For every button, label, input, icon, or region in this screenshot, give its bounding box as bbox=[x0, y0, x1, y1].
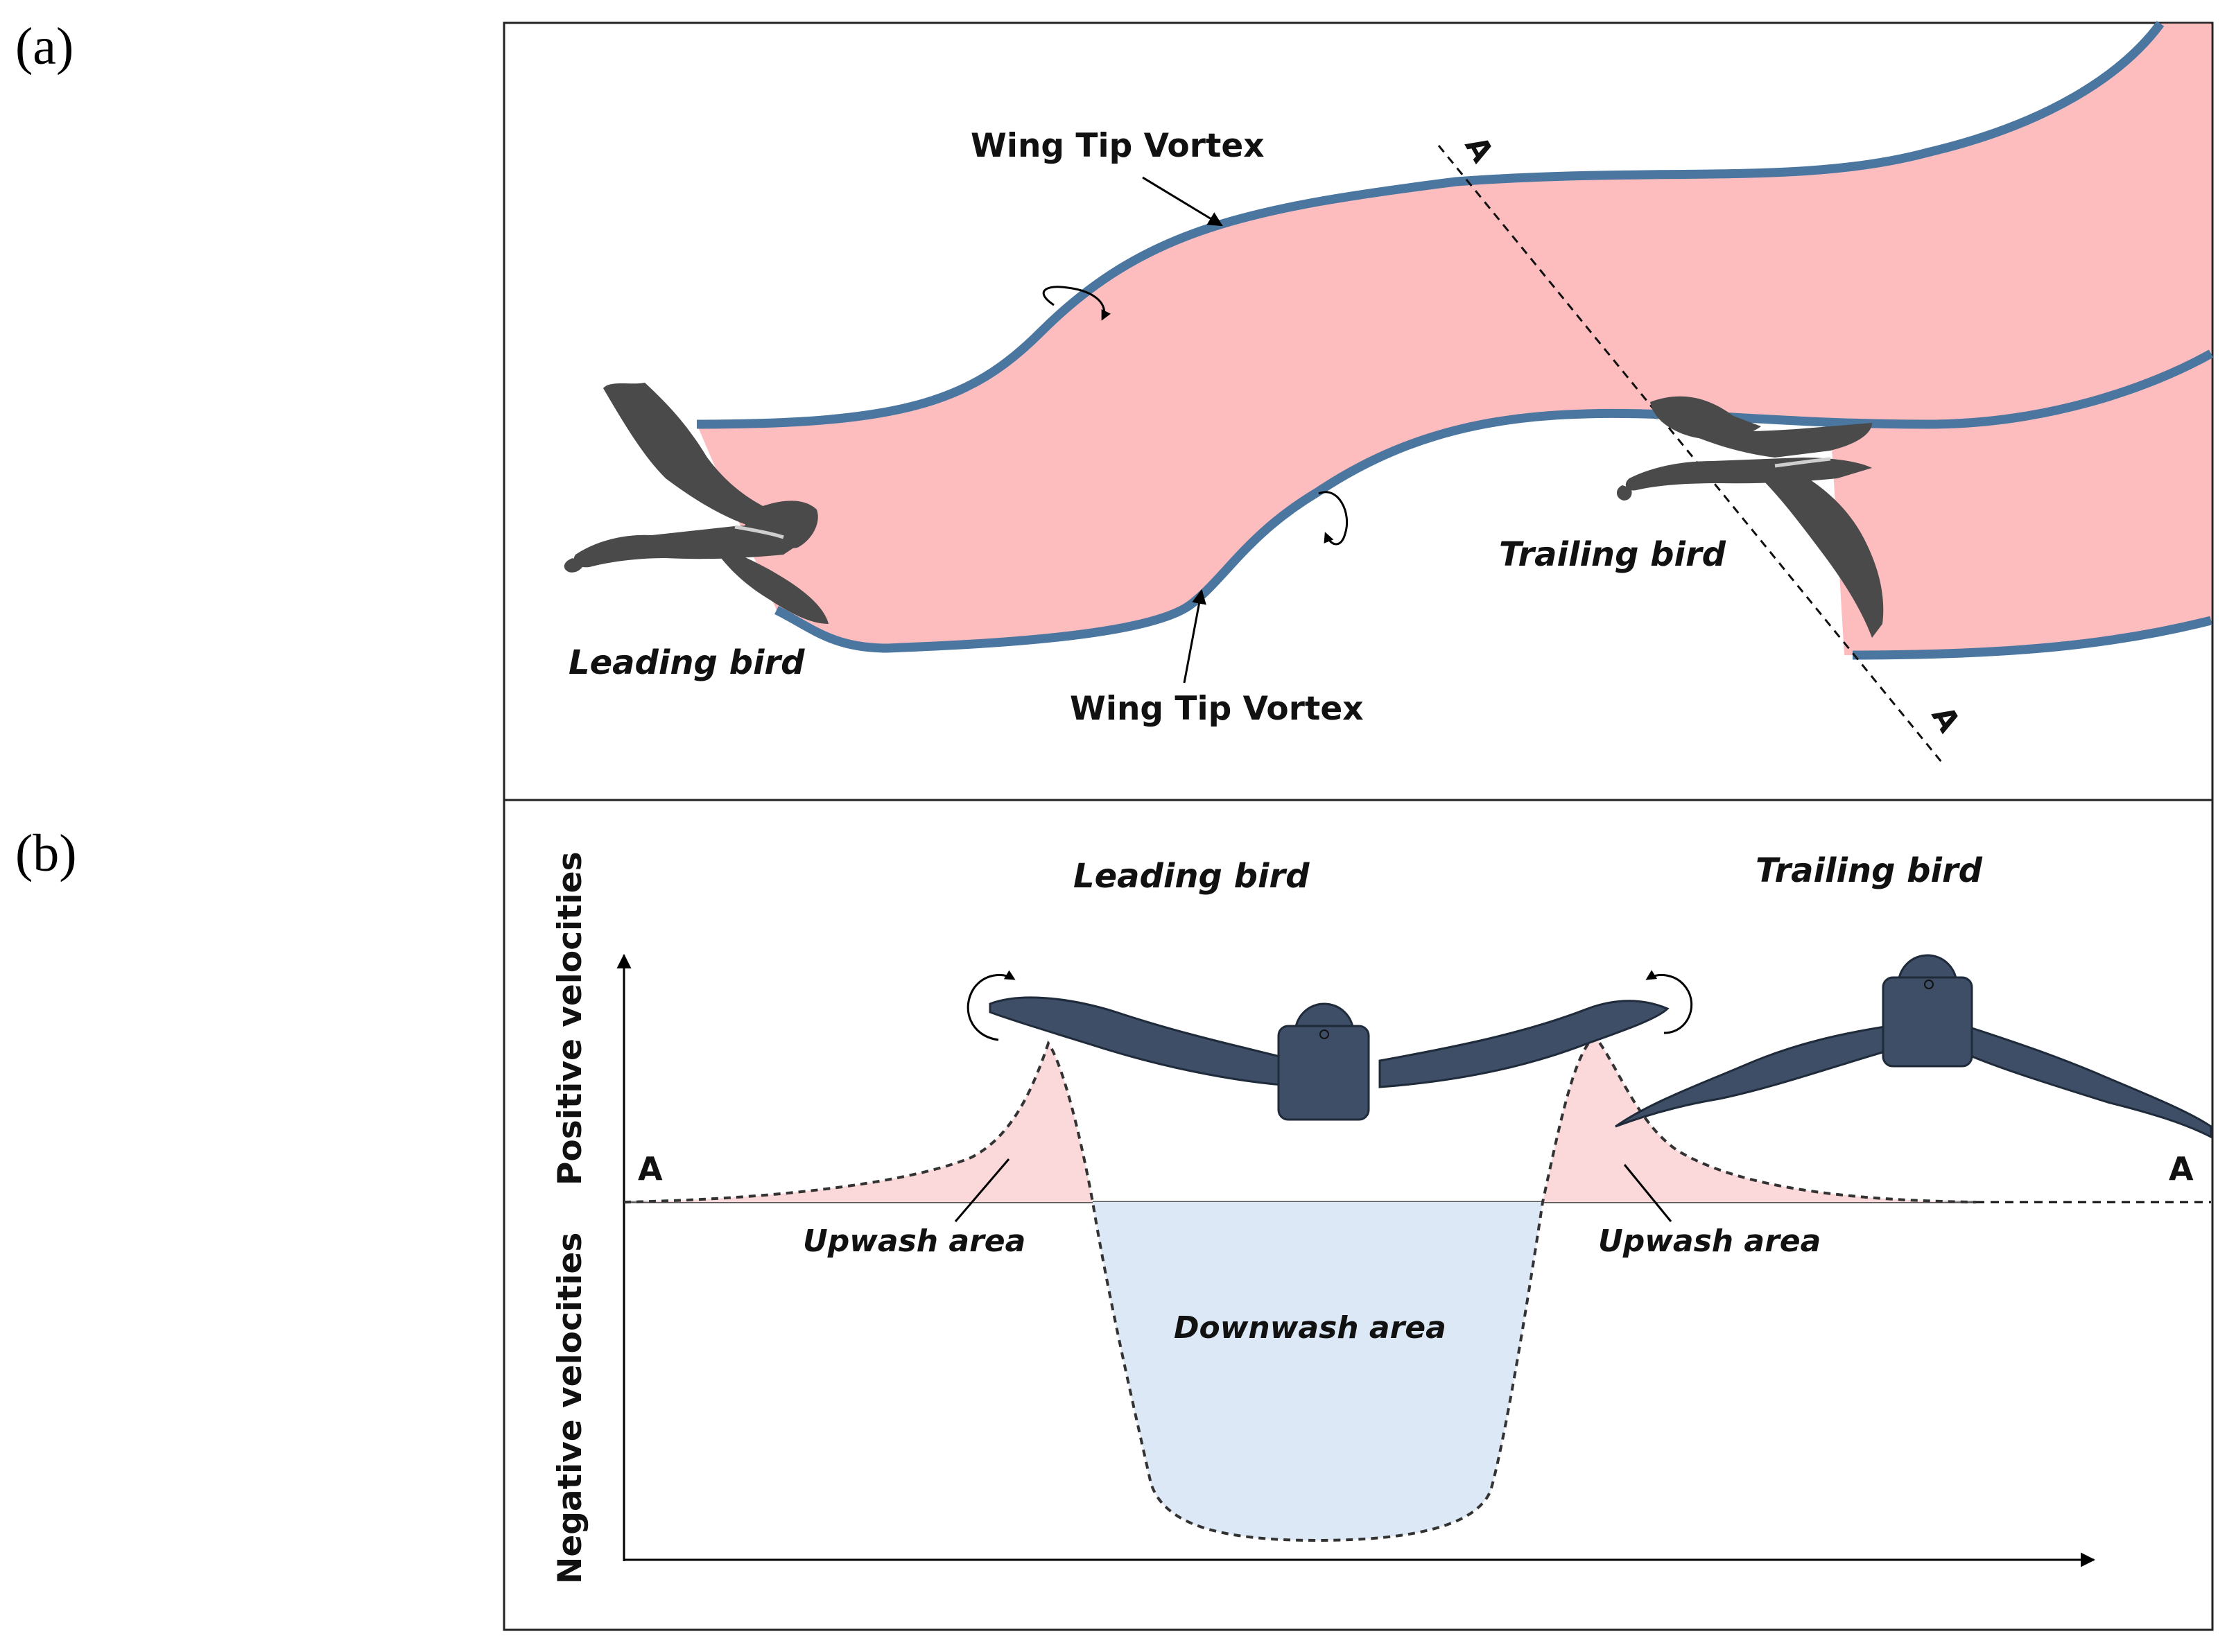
y-axis-positive-label: Positive velocities bbox=[551, 851, 589, 1185]
middle-vortex-edge bbox=[774, 349, 2214, 653]
wing-tip-vortex-label-bottom: Wing Tip Vortex bbox=[1070, 690, 1364, 728]
marker-a-left: A bbox=[638, 1150, 663, 1188]
trailing-goose bbox=[1616, 396, 1884, 638]
trailing-bird-front bbox=[1615, 954, 2212, 1139]
velocity-profile bbox=[623, 1034, 1977, 1542]
lower-right-vortex-edge bbox=[1852, 616, 2212, 660]
upwash-right-pointer bbox=[1623, 1164, 1672, 1222]
section-line bbox=[1437, 145, 1946, 767]
trailing-bird-label: Trailing bird bbox=[1499, 535, 1726, 574]
rotation-arrow-right-b bbox=[1645, 970, 1693, 1034]
panel-b: Leading bird Trailing bird Positive velo… bbox=[551, 851, 2212, 1584]
upwash-right-fill bbox=[1543, 1036, 1976, 1202]
upwash-left-fill bbox=[624, 1043, 1093, 1202]
rotation-arrow-lower bbox=[1318, 491, 1349, 546]
leading-goose bbox=[564, 383, 829, 624]
upwash-left-label: Upwash area bbox=[803, 1224, 1025, 1259]
leading-bird-label: Leading bird bbox=[569, 643, 805, 682]
panel-a-label: (a) bbox=[15, 17, 73, 76]
panel-b-label: (b) bbox=[15, 824, 77, 882]
leading-bird-label-b: Leading bird bbox=[1073, 857, 1310, 896]
panel-b-frame bbox=[503, 799, 2214, 1631]
rotation-arrow-left-b bbox=[967, 970, 1016, 1041]
trailing-bird-label-b: Trailing bird bbox=[1756, 851, 1983, 890]
upper-vortex-edge bbox=[696, 21, 2165, 429]
y-axis-negative-label: Negative velocities bbox=[551, 1233, 589, 1584]
rotation-arrow-upper bbox=[1042, 286, 1111, 321]
marker-a-right: A bbox=[2169, 1150, 2194, 1188]
leading-bird-front bbox=[989, 996, 1670, 1121]
upwash-right-label: Upwash area bbox=[1598, 1224, 1821, 1259]
downwash-fill bbox=[1093, 1202, 1543, 1540]
upwash-left-pointer bbox=[954, 1158, 1010, 1222]
vortex-sheet bbox=[697, 24, 2211, 648]
panel-a: A A Wing Tip Vortex Wing Tip Vortex Lead… bbox=[564, 21, 2214, 767]
wing-tip-vortex-arrow-top bbox=[1142, 176, 1223, 227]
wing-tip-vortex-label-top: Wing Tip Vortex bbox=[971, 127, 1265, 165]
vortex-sheet-right bbox=[1830, 354, 2211, 655]
wing-tip-vortex-arrow-bottom bbox=[1183, 589, 1206, 684]
downwash-label: Downwash area bbox=[1174, 1310, 1446, 1346]
